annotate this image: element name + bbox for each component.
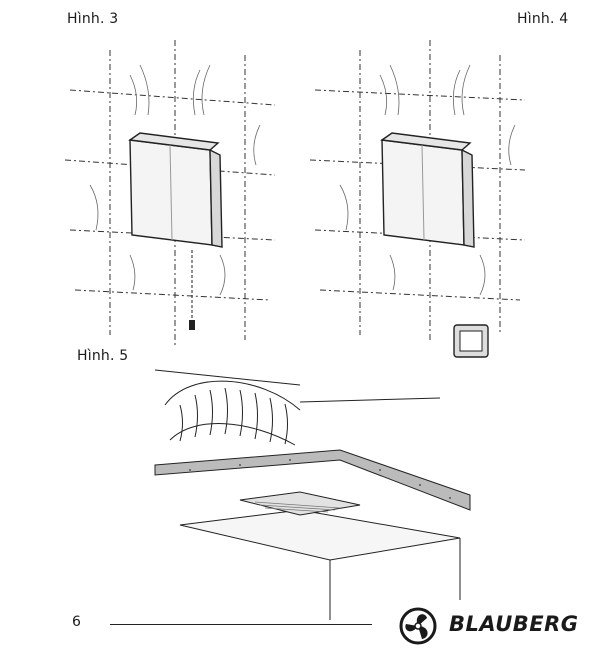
figure-5-illustration <box>154 369 471 620</box>
footer-divider <box>110 624 372 625</box>
brand-name: BLAUBERG <box>449 612 579 636</box>
figure-3-label: Hình. 3 <box>67 11 119 27</box>
fan-impeller-logo-icon <box>399 607 437 645</box>
figure-4-illustration <box>309 40 526 358</box>
page-number: 6 <box>72 614 81 630</box>
figure-5-label: Hình. 5 <box>77 348 129 364</box>
figure-3-illustration <box>64 40 276 345</box>
figure-4-label: Hình. 4 <box>517 11 569 27</box>
